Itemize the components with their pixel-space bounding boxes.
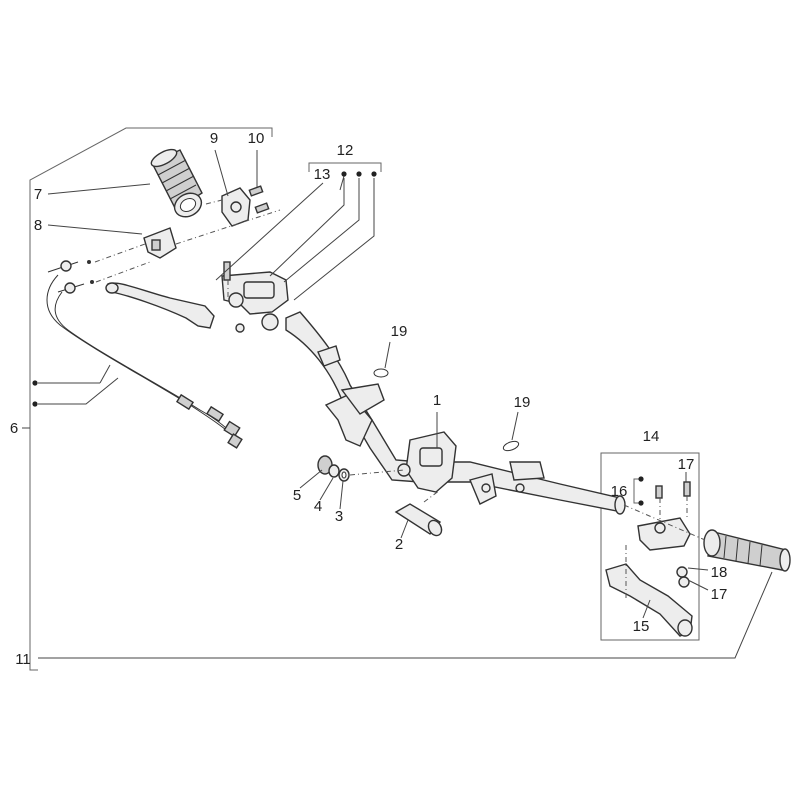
callout-19-left: 19 [391,323,408,340]
callout-7: 7 [34,186,42,203]
left-brake-lever [105,282,215,329]
callout-3: 3 [335,508,343,525]
handlebar [285,311,626,515]
master-cylinder [221,261,289,333]
callout-13: 13 [314,166,331,183]
bolt-and-washers [317,455,443,537]
left-grip [150,148,203,218]
callout-12: 12 [337,142,354,159]
callout-labels: 1 2 3 4 5 6 7 8 9 10 11 12 13 14 15 16 1… [10,130,728,668]
callout-6: 6 [10,420,18,437]
callout-10: 10 [248,130,265,147]
right-grip [703,529,791,572]
callout-8: 8 [34,217,42,234]
throttle-housing [221,185,270,227]
alignment-lines [94,199,706,600]
callout-14: 14 [643,428,660,445]
callout-19-right: 19 [514,394,531,411]
callout-5: 5 [293,487,301,504]
callout-11: 11 [15,651,31,668]
clip-rings [373,368,520,452]
leader-lines [38,149,773,659]
cable-clamp [143,227,177,259]
bullet-dots [32,171,644,506]
callout-18: 18 [711,564,728,581]
callout-4: 4 [314,498,322,515]
callout-9: 9 [210,130,218,147]
throttle-cables [46,260,243,449]
callout-1: 1 [433,392,441,409]
callout-2: 2 [395,536,403,553]
callout-16: 16 [611,483,628,500]
callout-17-top: 17 [678,456,695,473]
assembly-brackets [22,127,700,671]
right-lever-assembly [605,481,693,637]
callout-17-bottom: 17 [711,586,728,603]
callout-15: 15 [633,618,650,635]
